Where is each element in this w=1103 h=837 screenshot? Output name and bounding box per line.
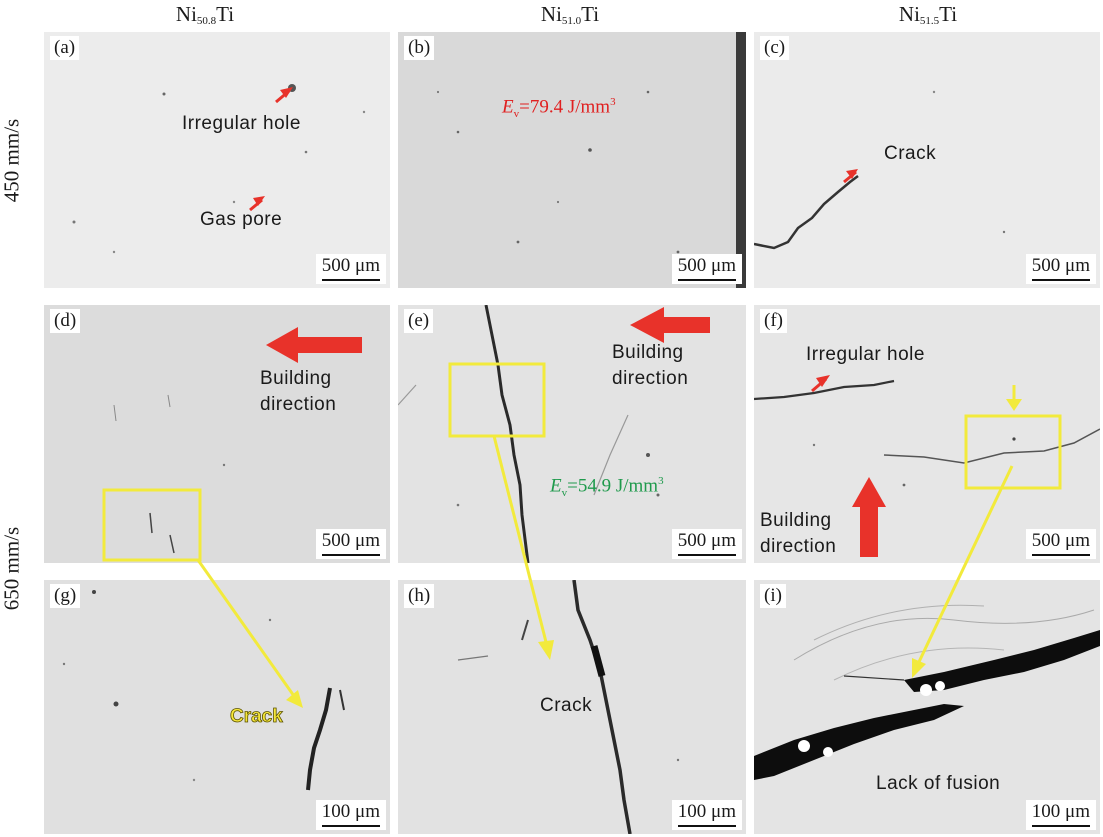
panel-a: (a) Irregular hole Gas pore 500 μm <box>44 32 390 288</box>
scale-bar-b: 500 μm <box>671 254 742 284</box>
panel-label-f: (f) <box>760 309 787 333</box>
panel-c: (c) Crack 500 μm <box>754 32 1100 288</box>
scale-bar-d: 500 μm <box>315 529 386 559</box>
micrograph-b <box>398 32 746 288</box>
note-irregular-hole-a: Irregular hole <box>182 113 301 134</box>
energy-density-e: Ev=54.9 J/mm3 <box>550 475 664 500</box>
panel-f: (f) Irregular hole Building direction 50… <box>754 305 1100 563</box>
row-header-650: 650 mm/s <box>0 526 24 611</box>
panel-label-e: (e) <box>404 309 434 333</box>
micrograph-d <box>44 305 390 563</box>
column-header-ni51-0ti: Ni51.0Ti <box>540 2 600 27</box>
note-crack-h: Crack <box>540 695 593 716</box>
micrograph-h <box>398 580 746 834</box>
note-crack-c: Crack <box>884 143 937 164</box>
note-irregular-hole-f: Irregular hole <box>806 344 925 365</box>
panel-h: (h) Crack 100 μm <box>398 580 746 834</box>
panel-e: (e) Building direction Ev=54.9 J/mm3 500… <box>398 305 746 563</box>
micrograph-e <box>398 305 746 563</box>
note-direction-d: direction <box>260 394 337 415</box>
scale-bar-a: 500 μm <box>315 254 386 284</box>
note-lack-of-fusion: Lack of fusion <box>876 773 1001 794</box>
scale-bar-c: 500 μm <box>1025 254 1096 284</box>
micrograph-c <box>754 32 1100 288</box>
note-gas-pore: Gas pore <box>200 209 283 230</box>
note-building-e: Building <box>612 342 684 363</box>
panel-label-b: (b) <box>404 36 435 60</box>
column-header-ni50-8ti: Ni50.8Ti <box>175 2 235 27</box>
panel-label-i: (i) <box>760 584 786 608</box>
note-direction-e: direction <box>612 368 689 389</box>
panel-b: (b) Ev=79.4 J/mm3 500 μm <box>398 32 746 288</box>
panel-g: (g) Crack 100 μm <box>44 580 390 834</box>
note-crack-g: Crack <box>230 706 284 728</box>
scale-bar-f: 500 μm <box>1025 529 1096 559</box>
panel-label-c: (c) <box>760 36 790 60</box>
note-building-f: Building <box>760 510 832 531</box>
panel-label-g: (g) <box>50 584 81 608</box>
panel-d: (d) Building direction 500 μm <box>44 305 390 563</box>
note-building-d: Building <box>260 368 332 389</box>
panel-label-d: (d) <box>50 309 81 333</box>
scale-bar-i: 100 μm <box>1025 800 1096 830</box>
column-header-ni51-5ti: Ni51.5Ti <box>898 2 958 27</box>
scale-bar-h: 100 μm <box>671 800 742 830</box>
energy-density-b: Ev=79.4 J/mm3 <box>502 96 616 121</box>
panel-i: (i) Lack of fusion 100 μm <box>754 580 1100 834</box>
panel-label-h: (h) <box>404 584 435 608</box>
panel-label-a: (a) <box>50 36 80 60</box>
scale-bar-g: 100 μm <box>315 800 386 830</box>
micrograph-a <box>44 32 390 288</box>
scale-bar-e: 500 μm <box>671 529 742 559</box>
note-direction-f: direction <box>760 536 837 557</box>
row-header-450: 450 mm/s <box>0 118 24 203</box>
micrograph-g <box>44 580 390 834</box>
